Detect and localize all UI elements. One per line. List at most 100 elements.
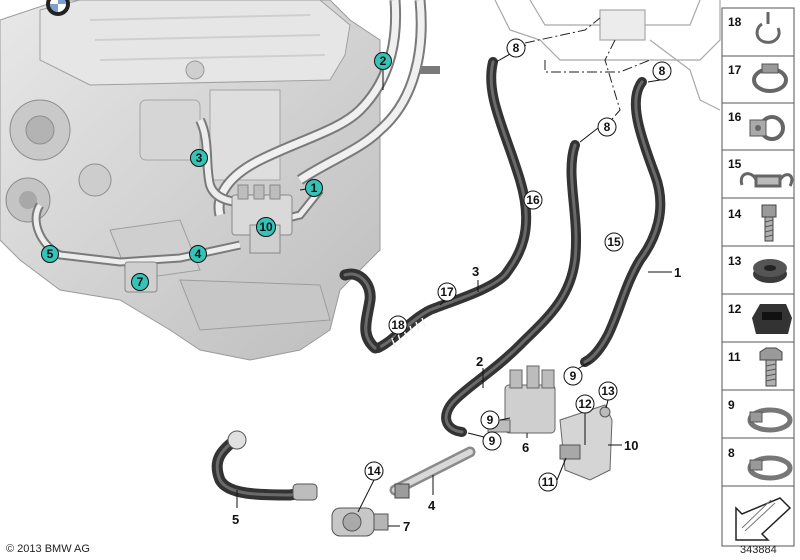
label-10: 10: [608, 438, 638, 453]
svg-text:12: 12: [578, 397, 592, 411]
legend-row-16: 16: [728, 110, 785, 141]
svg-text:10: 10: [624, 438, 638, 453]
callout-5: 5: [41, 245, 59, 263]
engine-block: [0, 0, 381, 361]
band-clamp-icon: [752, 63, 788, 93]
callout-11: 11: [538, 457, 567, 492]
svg-text:12: 12: [728, 302, 742, 316]
hose-clip-icon: [755, 12, 781, 44]
callout-4: 4: [189, 245, 207, 263]
svg-text:17: 17: [440, 285, 454, 299]
bmw-logo: [46, 0, 70, 16]
svg-text:18: 18: [391, 318, 405, 332]
svg-text:8: 8: [659, 64, 666, 78]
callout-14: 14: [357, 461, 384, 513]
engine-valve-block: [124, 184, 293, 293]
bracket-clip-icon: [749, 115, 785, 141]
svg-text:1: 1: [674, 265, 681, 280]
hose-connectors: [227, 430, 410, 501]
pump-7: [331, 507, 389, 537]
svg-text:3: 3: [196, 151, 203, 165]
rubber-mount-icon: [752, 304, 792, 334]
svg-text:13: 13: [601, 384, 615, 398]
legend-row-17: 17: [728, 63, 788, 93]
callout-7: 7: [131, 273, 149, 291]
legend-row-15: 15: [728, 157, 794, 188]
label-4: 4: [428, 475, 436, 513]
svg-text:4: 4: [428, 498, 436, 513]
svg-text:18: 18: [728, 15, 742, 29]
svg-text:2: 2: [380, 54, 387, 68]
svg-text:17: 17: [728, 63, 742, 77]
legend-row-11: 11: [728, 347, 783, 387]
corrugated-hose-sections: [391, 317, 426, 348]
callout-9-c: 9: [467, 431, 502, 451]
figure-number: 343884: [740, 544, 777, 556]
vehicle-body-section: [494, 0, 721, 111]
hose-1: [580, 77, 666, 367]
label-1: 1: [648, 265, 681, 280]
hex-screw-icon: [761, 204, 777, 242]
double-clip-icon: [739, 172, 794, 188]
svg-text:3: 3: [472, 264, 479, 279]
svg-text:7: 7: [137, 275, 144, 289]
callout-15: 15: [604, 232, 624, 252]
label-2: 2: [476, 354, 484, 388]
hose-clamp-icon: [747, 455, 793, 481]
svg-text:9: 9: [570, 369, 577, 383]
svg-text:15: 15: [728, 157, 742, 171]
callout-1: 1: [299, 179, 323, 197]
svg-text:14: 14: [728, 207, 742, 221]
callout-13: 13: [598, 381, 618, 409]
parts-legend: 18 17 16 15: [721, 7, 795, 547]
callout-8-b: 8: [647, 61, 672, 83]
svg-text:16: 16: [728, 110, 742, 124]
legend-row-9: 9: [728, 398, 793, 433]
hose-18: [339, 268, 381, 354]
dash-dot-lines: [524, 17, 651, 126]
hose-clamp-icon: [747, 407, 793, 433]
callout-9-b: 9: [480, 410, 511, 430]
direction-arrow-icon: [735, 497, 792, 541]
engine-callouts: 1 2 3 4 5 7 10: [41, 52, 392, 291]
svg-text:4: 4: [195, 247, 202, 261]
svg-text:9: 9: [489, 434, 496, 448]
callout-18: 18: [388, 315, 408, 341]
callout-10: 10: [256, 217, 276, 237]
engine-pipes: [31, 0, 440, 267]
legend-row-12: 12: [728, 302, 792, 334]
part-labels: 1 2 3 4 5 6 7 10: [232, 264, 681, 534]
svg-text:8: 8: [513, 41, 520, 55]
svg-text:11: 11: [542, 475, 555, 489]
svg-text:13: 13: [728, 254, 742, 268]
svg-text:8: 8: [728, 446, 735, 460]
svg-text:8: 8: [604, 120, 611, 134]
callout-9-a: 9: [563, 361, 591, 386]
grommet-icon: [753, 259, 787, 283]
svg-text:9: 9: [728, 398, 735, 412]
label-7: 7: [388, 519, 410, 534]
callout-12: 12: [575, 394, 595, 445]
callout-2: 2: [374, 52, 392, 90]
copyright-text: © 2013 BMW AG: [6, 543, 90, 555]
callout-16: 16: [523, 190, 543, 210]
svg-text:6: 6: [522, 440, 529, 455]
label-3: 3: [472, 264, 479, 292]
legend-row-18: 18: [728, 12, 781, 44]
svg-text:5: 5: [47, 247, 54, 261]
svg-text:11: 11: [728, 350, 741, 364]
svg-text:14: 14: [367, 464, 381, 478]
callout-17: 17: [437, 282, 457, 306]
label-5: 5: [232, 490, 239, 527]
svg-text:2: 2: [476, 354, 483, 369]
circled-callouts: 8 8 8 9 9 9 11: [357, 38, 672, 513]
svg-text:16: 16: [526, 193, 540, 207]
legend-row-8: 8: [728, 446, 793, 481]
svg-text:1: 1: [311, 181, 318, 195]
legend-row-13: 13: [728, 254, 787, 283]
label-6: 6: [522, 433, 529, 455]
svg-text:9: 9: [487, 413, 494, 427]
callout-8-a: 8: [495, 38, 527, 63]
svg-text:15: 15: [607, 235, 621, 249]
